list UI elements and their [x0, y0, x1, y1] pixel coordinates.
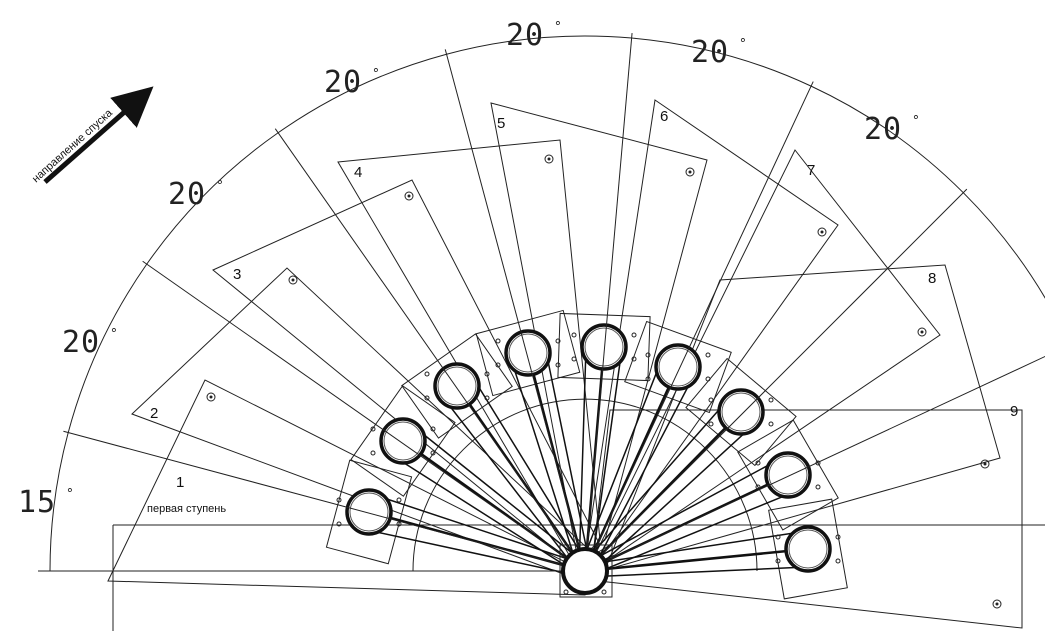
angle-label-6: 20 — [691, 35, 729, 70]
step-bracket-2 — [350, 385, 589, 577]
descent-direction-arrow — [43, 86, 154, 184]
step-bracket-6 — [578, 320, 732, 574]
dimension-arc-2 — [67, 263, 148, 433]
step-bracket-7 — [580, 357, 797, 576]
step-number-1: 1 — [176, 474, 184, 491]
dimension-arc-6 — [631, 37, 812, 87]
angle-label-4: 20 — [324, 65, 362, 100]
degree-symbol: ° — [912, 114, 920, 129]
degree-symbol: ° — [739, 37, 747, 52]
division-line-2 — [63, 430, 586, 572]
dimension-arc-3 — [146, 132, 279, 265]
steps-group: 1 2 3 4 5 6 7 8 9 — [107, 99, 1023, 629]
step-8: 8 — [604, 264, 1001, 571]
center-pole — [559, 544, 613, 598]
step-number-5: 5 — [497, 115, 505, 132]
step-7: 7 — [588, 149, 941, 566]
step-bracket-8 — [582, 419, 839, 578]
step-bracket-3 — [401, 333, 591, 575]
step-number-7: 7 — [807, 162, 815, 179]
step-bracket-1 — [325, 459, 587, 578]
step-3: 3 — [212, 179, 601, 571]
division-line-9 — [584, 355, 1045, 572]
dimension-arc-5 — [446, 35, 632, 55]
division-line-5 — [444, 49, 586, 572]
step-1: 1 — [107, 379, 607, 596]
step-bracket-4 — [475, 309, 592, 573]
division-line-4 — [274, 128, 586, 572]
degree-symbol: ° — [372, 67, 380, 82]
descent-direction-label: направление спуска — [30, 107, 116, 186]
step-number-8: 8 — [928, 270, 936, 287]
division-line-6 — [584, 33, 633, 572]
dimension-arc-1 — [49, 432, 69, 572]
angle-label-7: 20 — [864, 112, 902, 147]
degree-symbol: ° — [110, 327, 118, 342]
angle-label-2: 20 — [62, 325, 100, 360]
degree-symbol: ° — [554, 20, 562, 35]
angle-label-1: 15 — [18, 485, 56, 520]
first-step-label: первая ступень — [147, 503, 226, 515]
dimension-arc-4 — [277, 53, 447, 134]
division-line-8 — [584, 188, 968, 572]
step-bracket-9 — [584, 498, 848, 600]
step-number-2: 2 — [150, 405, 158, 422]
step-number-3: 3 — [233, 266, 241, 283]
angle-label-5: 20 — [506, 18, 544, 53]
step-number-6: 6 — [660, 108, 668, 125]
division-line-7 — [584, 81, 814, 572]
step-number-9: 9 — [1010, 403, 1018, 420]
dimension-arc-7 — [810, 85, 964, 194]
degree-symbol: ° — [66, 487, 74, 502]
angle-dimensions — [45, 33, 1045, 572]
step-number-4: 4 — [354, 164, 362, 181]
dimension-arc-8 — [962, 192, 1045, 299]
degree-symbol: ° — [216, 179, 224, 194]
angle-label-3: 20 — [168, 177, 206, 212]
division-line-3 — [142, 260, 586, 572]
